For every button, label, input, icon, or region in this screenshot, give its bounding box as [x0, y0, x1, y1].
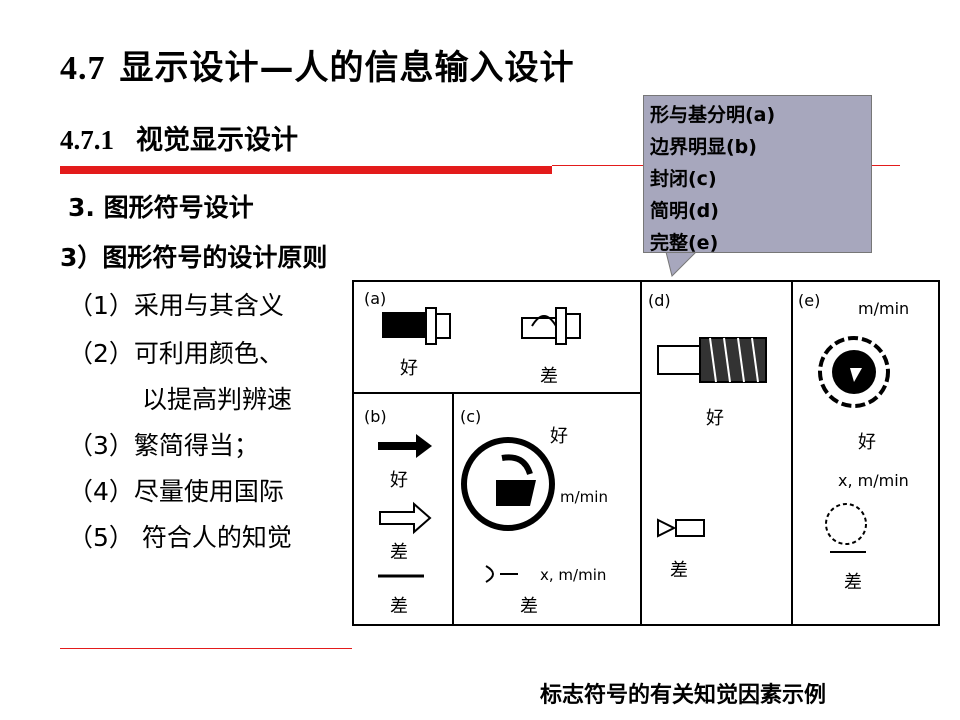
callout-box: 形与基分明(a) 边界明显(b) 封闭(c) 简明(d) 完整(e): [643, 95, 872, 254]
cutting-tool-good-icon: [382, 307, 451, 345]
subsection-heading: 3）图形符号的设计原则: [60, 243, 328, 272]
subtitle-number: 4.7.1: [60, 125, 114, 155]
panel-c: (c) 好 m/min x, m/min 差: [460, 407, 608, 617]
panel-c-bad: 差: [520, 596, 538, 617]
list-item: （3）繁简得当；: [68, 431, 259, 460]
panel-e-label: (e): [798, 291, 820, 310]
page-subtitle: 4.7.1 视觉显示设计: [60, 118, 298, 157]
saw-blade-good-icon: [818, 336, 890, 408]
panel-a: (a) 好 差: [364, 289, 581, 387]
list-item: 以提高判辨速: [142, 385, 293, 414]
divider-line-bottom: [60, 648, 352, 649]
panel-e-good: 好: [858, 432, 876, 453]
panel-b: (b) 好 差 差: [364, 407, 432, 617]
panel-e-bad-unit: x, m/min: [838, 471, 909, 490]
title-text: 显示设计—人的信息输入设计: [119, 48, 575, 88]
panel-d: (d) 好 差: [648, 291, 767, 581]
callout-line: 简明(d): [650, 200, 719, 222]
panel-c-label: (c): [460, 407, 481, 426]
list-item: （4）尽量使用国际: [68, 477, 284, 506]
list-item: （2）可利用颜色、: [68, 339, 284, 368]
drill-bit-simple-icon: [657, 518, 705, 538]
panel-a-label: (a): [364, 289, 386, 308]
drill-bit-icon: [657, 337, 767, 383]
title-number: 4.7: [60, 50, 106, 87]
section-heading: 3. 图形符号设计: [68, 193, 254, 222]
panel-d-label: (d): [648, 291, 671, 310]
panel-b-label: (b): [364, 407, 387, 426]
callout-line: 形与基分明(a): [650, 104, 776, 126]
closed-circle-symbol-icon: [461, 437, 555, 531]
solid-arrow-icon: [378, 434, 432, 458]
title-underline: [60, 166, 552, 174]
panel-c-good: 好: [550, 426, 568, 447]
panel-e-bad: 差: [844, 572, 862, 593]
saw-blade-bad-icon: [825, 503, 867, 553]
figure-caption: 标志符号的有关知觉因素示例: [540, 683, 827, 708]
symbol-figure-svg: (a) 好 差 (b) 好: [354, 282, 909, 624]
panel-d-bad: 差: [670, 560, 688, 581]
panel-d-good: 好: [706, 408, 724, 429]
symbol-figure: (a) 好 差 (b) 好: [352, 280, 940, 626]
cutting-tool-bad-icon: [521, 307, 581, 345]
panel-e-unit: m/min: [858, 299, 909, 318]
open-symbol-icon: [485, 565, 518, 583]
callout-line: 边界明显(b): [650, 136, 757, 158]
panel-a-good: 好: [400, 358, 418, 379]
panel-a-bad: 差: [540, 366, 558, 387]
panel-b-good: 好: [390, 470, 408, 491]
subtitle-text: 视觉显示设计: [136, 125, 298, 156]
outline-arrow-icon: [379, 501, 432, 535]
page-title: 4.7 显示设计—人的信息输入设计: [60, 40, 575, 89]
panel-c-bad-unit: x, m/min: [540, 566, 606, 584]
panel-b-bad1: 差: [390, 542, 408, 563]
list-item: （5） 符合人的知觉: [68, 523, 292, 552]
callout-line: 封闭(c): [650, 168, 717, 190]
panel-b-bad2: 差: [390, 596, 408, 617]
callout-line: 完整(e): [650, 232, 719, 254]
panel-c-unit: m/min: [560, 488, 608, 506]
panel-e: (e) m/min 好 x, m/min 差: [798, 291, 909, 593]
list-item: （1）采用与其含义: [68, 291, 284, 320]
